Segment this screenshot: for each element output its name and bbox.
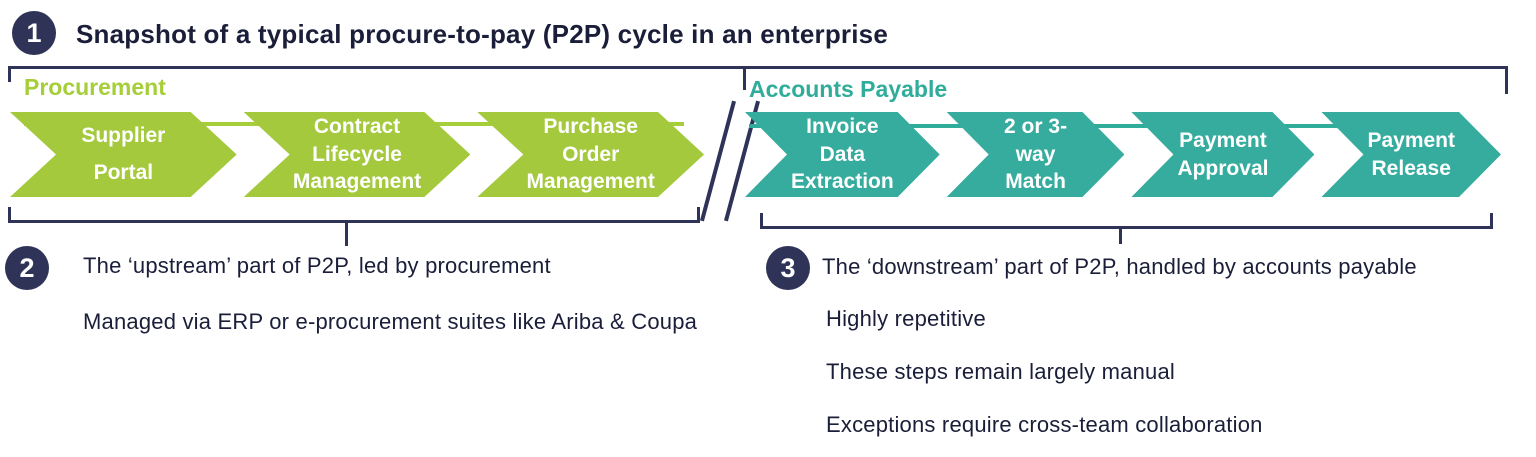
brace-center-tick xyxy=(1119,226,1122,244)
accounts-payable-chevron-band: Invoice Data Extraction 2 or 3-way Match… xyxy=(745,112,1501,197)
step-3-bullet-2: These steps remain largely manual xyxy=(826,359,1175,384)
accounts-payable-label: Accounts Payable xyxy=(749,76,948,102)
brace-left-tick xyxy=(8,207,11,223)
step-3-bullet-3: Exceptions require cross-team collaborat… xyxy=(826,412,1263,437)
procurement-chevron-band: Supplier Portal Contract Lifecycle Manag… xyxy=(10,112,704,197)
top-bracket-line xyxy=(8,66,1508,69)
step-2-line-2: Managed via ERP or e-procurement suites … xyxy=(83,309,698,334)
chevron-purchase-order-management: Purchase Order Management xyxy=(477,112,704,197)
procurement-label: Procurement xyxy=(24,74,166,100)
chevron-invoice-data-extraction: Invoice Data Extraction xyxy=(745,112,940,197)
chevron-label: Contract Lifecycle Management xyxy=(292,114,422,194)
chevron-payment-approval: Payment Approval xyxy=(1131,112,1314,197)
chevron-label: Supplier Portal xyxy=(81,123,166,184)
step-3-heading: The ‘downstream’ part of P2P, handled by… xyxy=(822,254,1417,279)
step-3-number: 3 xyxy=(780,252,796,283)
step-2-number: 2 xyxy=(19,252,35,283)
brace-center-tick xyxy=(345,220,348,246)
chevron-payment-release: Payment Release xyxy=(1321,112,1501,197)
step-1-number: 1 xyxy=(26,17,42,48)
chevron-label: Payment Release xyxy=(1367,128,1455,180)
step-1-badge: 1 xyxy=(12,11,56,55)
top-bracket-mid-tick xyxy=(743,66,746,90)
brace-left-tick xyxy=(760,213,763,229)
diagram-title: Snapshot of a typical procure-to-pay (P2… xyxy=(76,19,888,49)
chevron-label: Purchase Order Management xyxy=(526,114,655,194)
top-bracket-right-tick xyxy=(1505,66,1508,94)
brace-right-tick xyxy=(1490,213,1493,229)
chevron-label: 2 or 3-way Match xyxy=(1004,114,1068,194)
chevron-supplier-portal: Supplier Portal xyxy=(10,112,237,197)
step-2-badge: 2 xyxy=(5,246,49,290)
step-3-badge: 3 xyxy=(766,246,810,290)
chevron-label: Invoice Data Extraction xyxy=(791,114,894,194)
chevron-contract-lifecycle-management: Contract Lifecycle Management xyxy=(244,112,471,197)
brace-line xyxy=(760,226,1493,229)
step-2-line-1: The ‘upstream’ part of P2P, led by procu… xyxy=(83,253,551,278)
top-bracket-left-tick xyxy=(8,66,11,82)
brace-right-tick xyxy=(697,207,700,223)
chevron-label: Payment Approval xyxy=(1177,128,1269,180)
chevron-2-or-3-way-match: 2 or 3-way Match xyxy=(947,112,1125,197)
brace-line xyxy=(8,220,700,223)
step-3-bullet-1: Highly repetitive xyxy=(826,306,986,331)
